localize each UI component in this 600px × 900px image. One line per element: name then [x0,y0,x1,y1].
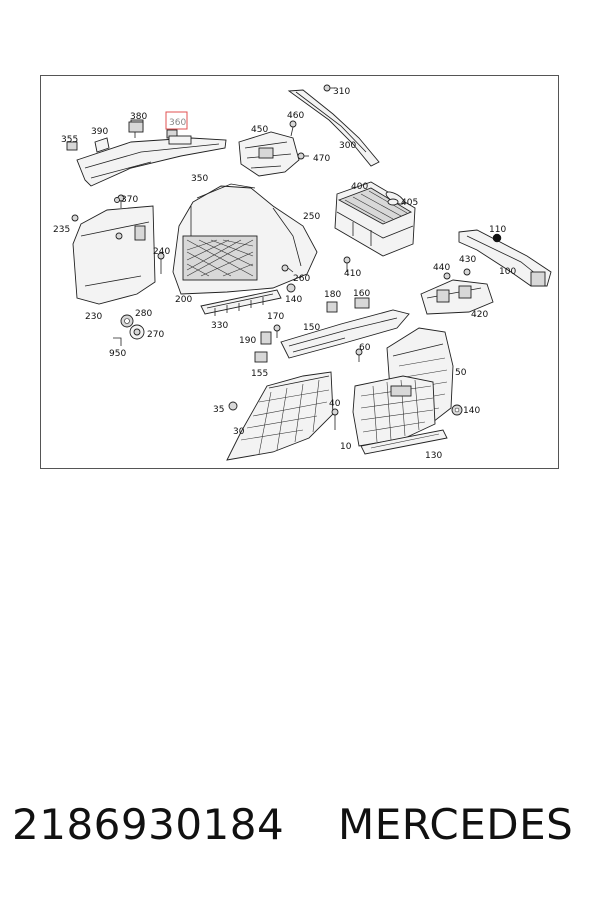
callout-260: 260 [293,274,310,284]
part-160-clip [354,297,370,309]
callout-380: 380 [130,112,147,122]
part-number: 2186930184 [12,800,285,849]
callout-450: 450 [251,125,268,135]
part-230-side-panel [71,194,156,305]
callout-60: 60 [359,343,371,353]
part-140-nut-upper [286,283,296,293]
callout-10: 10 [340,442,352,452]
part-100-right-bracket [458,229,552,287]
callout-150: 150 [303,323,320,333]
part-410-screw [343,256,351,272]
part-60-screw [355,348,363,362]
part-400-cargo-box [334,181,416,257]
callout-360: 360 [169,118,186,128]
part-190-clip [260,331,272,345]
part-370-screw [114,197,120,203]
part-420-bracket [420,268,494,315]
part-250-wheelarch-panel [172,183,318,295]
callout-270: 270 [147,330,164,340]
part-10-floor-cover [352,375,436,447]
part-155-clip [254,351,268,363]
callout-160: 160 [353,289,370,299]
part-390-pad [94,137,110,153]
callout-130: 130 [425,451,442,461]
callout-240: 240 [153,247,170,257]
callout-460: 460 [287,111,304,121]
callout-400: 400 [351,182,368,192]
part-170-screw [273,324,281,338]
callout-140-lower: 140 [463,406,480,416]
callout-155: 155 [251,369,268,379]
callout-950: 950 [109,349,126,359]
callout-230: 230 [85,312,102,322]
exploded-view-drawing: 310 460 380 360 450 355 390 300 470 350 … [53,84,552,461]
callout-405: 405 [401,198,418,208]
callout-110: 110 [489,225,506,235]
part-405-clip [387,198,399,206]
part-180-clip [326,301,338,313]
part-450-bracket [238,120,309,177]
part-240-screw [157,252,165,274]
callout-140-upper: 140 [285,295,302,305]
callout-100: 100 [499,267,516,277]
part-140-nut-lower [451,404,463,416]
callout-360-highlight-box [165,111,188,130]
callout-30: 30 [233,427,245,437]
part-260-clip [281,264,294,273]
footer: 2186930184 MERCEDES [0,800,600,860]
callout-170: 170 [267,312,284,322]
part-380-clip [128,121,144,138]
callout-labels: 310 460 380 360 450 355 390 300 470 350 … [53,87,516,461]
brand-name: MERCEDES [338,800,574,849]
callout-190: 190 [239,336,256,346]
callout-310: 310 [333,87,350,97]
callout-50: 50 [455,368,467,378]
callout-330: 330 [211,321,228,331]
callout-250: 250 [303,212,320,222]
part-150-sill-trim [280,309,410,359]
callout-200: 200 [175,295,192,305]
callout-300: 300 [339,141,356,151]
callout-390: 390 [91,127,108,137]
part-280-270-fasteners [113,314,145,346]
callout-410: 410 [344,269,361,279]
callout-355: 355 [61,135,78,145]
callout-440: 440 [433,263,450,273]
callout-470: 470 [313,154,330,164]
part-130-sill-plate [360,429,448,455]
callout-430: 430 [459,255,476,265]
callout-350: 350 [191,174,208,184]
callout-35: 35 [213,405,224,415]
callout-180: 180 [324,290,341,300]
callout-40: 40 [329,399,341,409]
callout-420: 420 [471,310,488,320]
callout-235: 235 [53,225,70,235]
callout-280: 280 [135,309,152,319]
part-300-strip [287,84,380,167]
parts-diagram: 310 460 380 360 450 355 390 300 470 350 … [40,75,559,469]
callout-370: 370 [121,195,138,205]
part-35-nut [228,401,238,411]
part-40-screw [331,408,339,430]
cargo-net [186,239,254,277]
part-330-rail [200,289,282,316]
part-30-floor-panel [226,371,334,461]
